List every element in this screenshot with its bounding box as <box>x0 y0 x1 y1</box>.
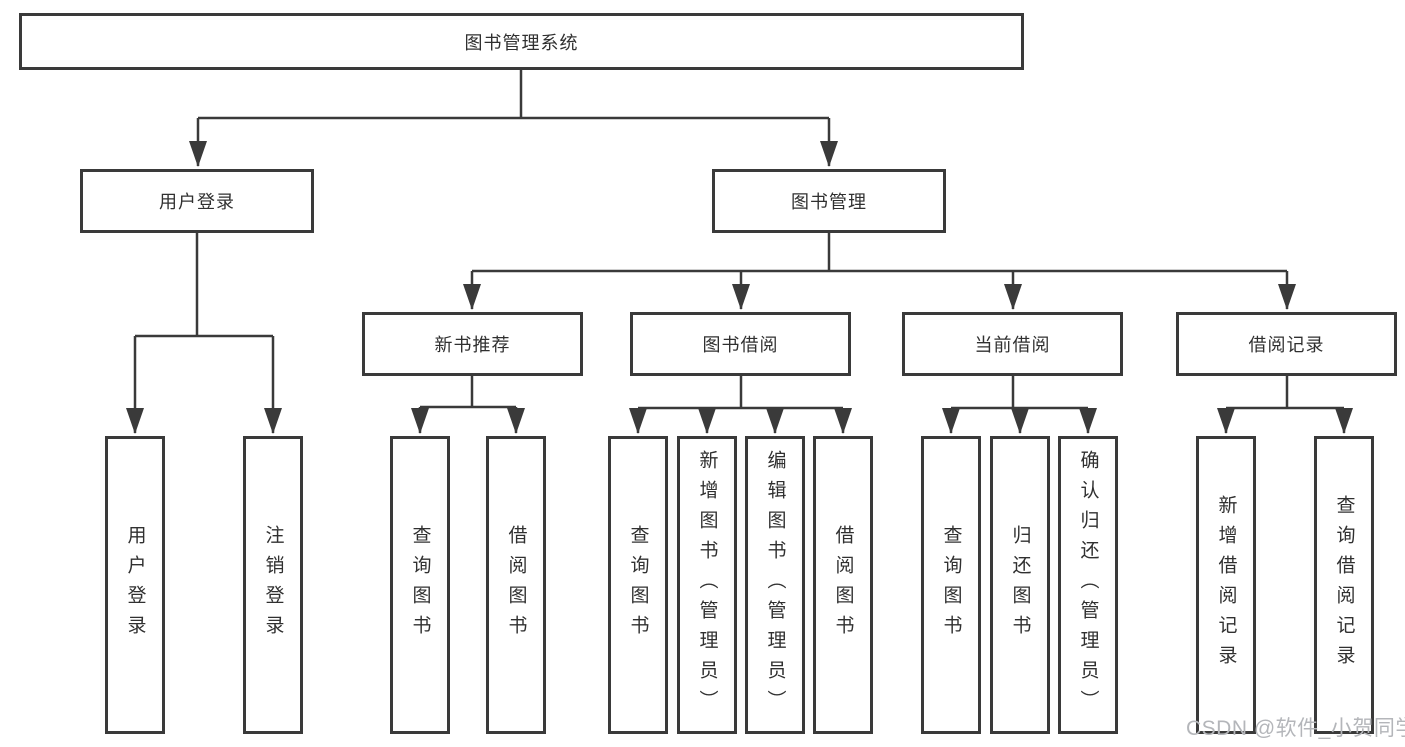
node-book-borrow: 图书借阅 <box>630 312 851 376</box>
csdn-watermark: CSDN @软件_小贺同学 <box>1186 717 1405 740</box>
leaf-logout-login-label: 注销登录 <box>262 525 284 645</box>
leaf-add-borrow-record: 新增借阅记录 <box>1196 436 1256 734</box>
node-book-management: 图书管理 <box>712 169 946 233</box>
leaf-borrow-book-label: 借阅图书 <box>832 525 854 645</box>
leaf-user-login-label: 用户登录 <box>124 525 146 645</box>
leaf-add-book-admin-label: 新增图书（管理员） <box>696 450 718 720</box>
leaf-confirm-return-admin: 确认归还（管理员） <box>1058 436 1118 734</box>
leaf-add-borrow-record-label: 新增借阅记录 <box>1215 495 1237 675</box>
leaf-logout-login: 注销登录 <box>243 436 303 734</box>
leaf-edit-book-admin: 编辑图书（管理员） <box>745 436 805 734</box>
node-new-book-recommend: 新书推荐 <box>362 312 583 376</box>
leaf-query-book-current: 查询图书 <box>921 436 981 734</box>
leaf-confirm-return-admin-label: 确认归还（管理员） <box>1077 450 1099 720</box>
leaf-query-book-recommend: 查询图书 <box>390 436 450 734</box>
leaf-query-borrow-record-label: 查询借阅记录 <box>1333 495 1355 675</box>
leaf-query-book-borrow-label: 查询图书 <box>627 525 649 645</box>
leaf-borrow-book-recommend: 借阅图书 <box>486 436 546 734</box>
node-root-library-system: 图书管理系统 <box>19 13 1024 70</box>
leaf-borrow-book-recommend-label: 借阅图书 <box>505 525 527 645</box>
leaf-add-book-admin: 新增图书（管理员） <box>677 436 737 734</box>
leaf-query-book-borrow: 查询图书 <box>608 436 668 734</box>
node-borrow-records: 借阅记录 <box>1176 312 1397 376</box>
leaf-query-borrow-record: 查询借阅记录 <box>1314 436 1374 734</box>
leaf-query-book-recommend-label: 查询图书 <box>409 525 431 645</box>
leaf-return-book-label: 归还图书 <box>1009 525 1031 645</box>
leaf-query-book-current-label: 查询图书 <box>940 525 962 645</box>
leaf-user-login: 用户登录 <box>105 436 165 734</box>
leaf-edit-book-admin-label: 编辑图书（管理员） <box>764 450 786 720</box>
leaf-borrow-book: 借阅图书 <box>813 436 873 734</box>
node-user-login: 用户登录 <box>80 169 314 233</box>
node-current-borrow: 当前借阅 <box>902 312 1123 376</box>
leaf-return-book: 归还图书 <box>990 436 1050 734</box>
